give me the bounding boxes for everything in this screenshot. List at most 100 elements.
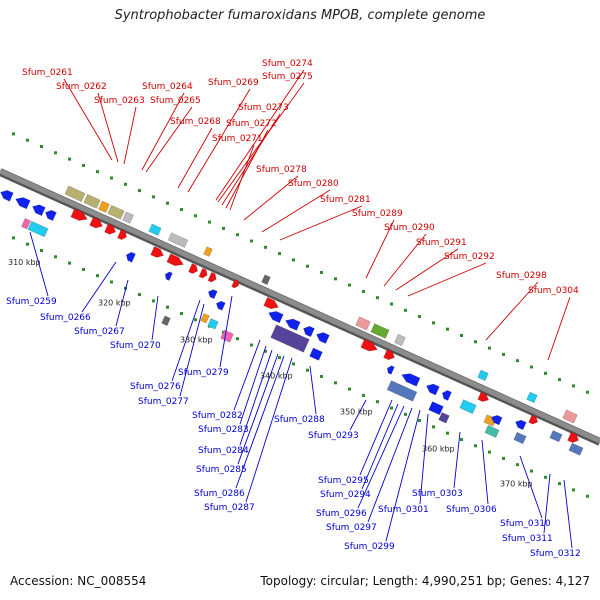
guide-dot <box>236 337 239 341</box>
gene-lower-21 <box>401 373 421 387</box>
leader-bottom <box>233 339 261 411</box>
gene-upper-16 <box>203 246 213 257</box>
gene-upper-27 <box>526 391 538 404</box>
guide-dot <box>348 283 351 287</box>
gene-label-bottom: Sfum_0279 <box>178 368 229 378</box>
gene-upper-0 <box>64 185 86 202</box>
gene-upper-14-shape <box>198 267 208 279</box>
guide-dot <box>586 390 589 394</box>
gene-label-top: Sfum_0261 <box>22 68 73 78</box>
gene-lower-30-shape <box>491 415 503 426</box>
gene-label-top: Sfum_0289 <box>352 209 403 219</box>
leader-bottom <box>309 365 317 415</box>
leader-bottom <box>563 479 573 549</box>
gene-label-top: Sfum_0292 <box>444 252 495 262</box>
gene-label-bottom: Sfum_0288 <box>274 415 325 425</box>
gene-upper-10-shape <box>167 232 189 248</box>
gene-upper-24-shape <box>383 348 395 361</box>
gene-label-bottom: Sfum_0296 <box>316 509 367 519</box>
gene-label-top: Sfum_0298 <box>496 271 547 281</box>
guide-dot <box>432 425 435 429</box>
gene-label-bottom: Sfum_0283 <box>198 425 249 435</box>
gene-lower-8-shape <box>207 289 218 300</box>
leader-top <box>141 92 185 171</box>
guide-dot <box>530 365 533 369</box>
gene-lower-19-shape <box>309 347 323 361</box>
gene-lower-10 <box>200 312 210 324</box>
gene-lower-17 <box>316 332 330 344</box>
gene-upper-22-shape <box>394 333 406 347</box>
guide-dot <box>418 315 421 319</box>
kbp-tick-label: 350 kbp <box>340 407 373 416</box>
gene-upper-9 <box>148 223 162 236</box>
leader-top <box>215 69 305 201</box>
guide-dot <box>334 381 337 385</box>
gene-lower-20 <box>386 365 395 375</box>
gene-lower-32 <box>513 431 527 445</box>
gene-label-bottom: Sfum_0259 <box>6 297 57 307</box>
leader-bottom <box>239 345 267 425</box>
gene-lower-0-shape <box>0 190 14 202</box>
gene-lower-21-shape <box>401 373 421 387</box>
gene-lower-4-shape <box>21 217 31 230</box>
gene-upper-29-shape <box>562 409 578 424</box>
leader-top <box>485 281 539 341</box>
guide-dot <box>572 488 575 492</box>
guide-dot <box>222 226 225 230</box>
leader-bottom <box>543 473 551 534</box>
gene-upper-7-shape <box>104 223 116 235</box>
gene-label-top: Sfum_0290 <box>384 223 435 233</box>
guide-dot <box>26 138 29 142</box>
guide-dot <box>278 252 281 256</box>
gene-upper-11-shape <box>150 246 164 258</box>
leader-top <box>383 233 427 287</box>
gene-lower-25 <box>428 401 444 416</box>
guide-dot <box>54 151 57 155</box>
gene-label-bottom: Sfum_0285 <box>196 465 247 475</box>
gene-lower-34-shape <box>568 442 584 456</box>
guide-dot <box>264 245 267 249</box>
gene-label-bottom: Sfum_0301 <box>378 505 429 515</box>
gene-lower-34 <box>568 442 584 456</box>
guide-dot <box>390 302 393 306</box>
kbp-tick-label: 330 kbp <box>180 335 213 344</box>
gene-upper-6-shape <box>89 216 103 229</box>
gene-upper-21 <box>370 323 390 339</box>
guide-dot <box>320 375 323 378</box>
guide-dot <box>446 327 449 331</box>
guide-dot <box>166 201 169 205</box>
guide-dot <box>138 189 141 193</box>
gene-lower-16 <box>303 325 315 338</box>
leader-top <box>225 129 269 209</box>
gene-lower-29 <box>484 424 500 438</box>
guide-dot <box>362 289 365 293</box>
gene-lower-33 <box>549 430 563 443</box>
gene-lower-10-shape <box>200 312 210 324</box>
gene-upper-14 <box>198 267 208 279</box>
gene-lower-23 <box>442 390 452 401</box>
guide-dot <box>292 258 295 262</box>
gene-upper-17-shape <box>231 278 240 289</box>
leader-bottom <box>219 295 233 368</box>
gene-label-top: Sfum_0265 <box>150 96 201 106</box>
guide-dot <box>572 384 575 388</box>
leader-bottom <box>81 261 117 313</box>
gene-lower-20-shape <box>386 365 395 375</box>
gene-upper-3-shape <box>107 204 125 220</box>
guide-dot <box>40 145 43 148</box>
leader-bottom <box>235 355 285 489</box>
gene-lower-23-shape <box>442 390 452 401</box>
gene-label-top: Sfum_0268 <box>170 117 221 127</box>
gene-label-top: Sfum_0271 <box>212 134 263 144</box>
guide-dot <box>138 293 141 297</box>
gene-label-bottom: Sfum_0267 <box>74 327 125 337</box>
gene-upper-30 <box>567 431 579 443</box>
gene-upper-17 <box>231 278 240 289</box>
gene-label-top: Sfum_0263 <box>94 96 145 106</box>
gene-upper-22 <box>394 333 406 347</box>
gene-lower-26 <box>438 412 450 424</box>
guide-dot <box>12 132 15 136</box>
gene-label-bottom: Sfum_0303 <box>412 489 463 499</box>
gene-label-bottom: Sfum_0293 <box>308 431 359 441</box>
backbone <box>0 168 600 444</box>
